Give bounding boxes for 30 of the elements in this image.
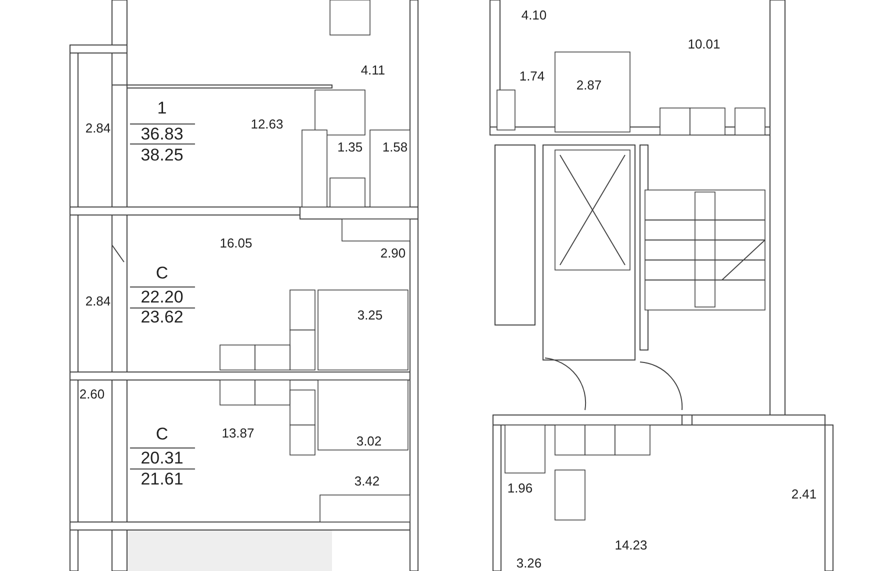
room-area-label: 12.63 <box>250 118 284 130</box>
apartment-area-label: 1 <box>157 100 167 116</box>
apartment-area-label: 20.31 <box>140 450 184 466</box>
apartment-area-label: C <box>156 426 168 442</box>
room-area-label: 2.84 <box>85 294 111 308</box>
room-area-label: 1.74 <box>519 70 545 82</box>
room-area-label: 2.87 <box>576 78 602 92</box>
room-area-label: 14.23 <box>614 538 648 552</box>
room-area-label: 2.60 <box>79 388 105 400</box>
apartment-area-label: 22.20 <box>140 288 184 306</box>
room-area-label: 1.58 <box>382 140 408 154</box>
room-area-label: 3.25 <box>357 308 383 322</box>
room-area-label: 3.02 <box>356 434 382 448</box>
apartment-area-label: 38.25 <box>140 146 184 164</box>
room-area-label: 2.84 <box>85 122 111 134</box>
room-area-label: 4.11 <box>360 64 386 76</box>
apartment-area-label: 23.62 <box>140 308 184 326</box>
apartment-area-label: 21.61 <box>140 470 184 488</box>
room-area-label: 16.05 <box>220 236 252 250</box>
room-area-label: 4.10 <box>521 8 547 22</box>
room-area-label: 3.42 <box>354 474 380 488</box>
room-area-label: 2.41 <box>791 488 817 500</box>
room-area-label: 3.26 <box>516 556 542 570</box>
apartment-area-label: 36.83 <box>140 126 184 142</box>
room-area-label: 2.90 <box>380 246 406 260</box>
apartment-area-label: C <box>156 264 168 282</box>
room-area-label: 10.01 <box>688 38 720 50</box>
room-area-label: 1.35 <box>337 140 363 154</box>
room-area-label: 13.87 <box>222 426 254 440</box>
room-area-label: 1.96 <box>507 482 533 494</box>
